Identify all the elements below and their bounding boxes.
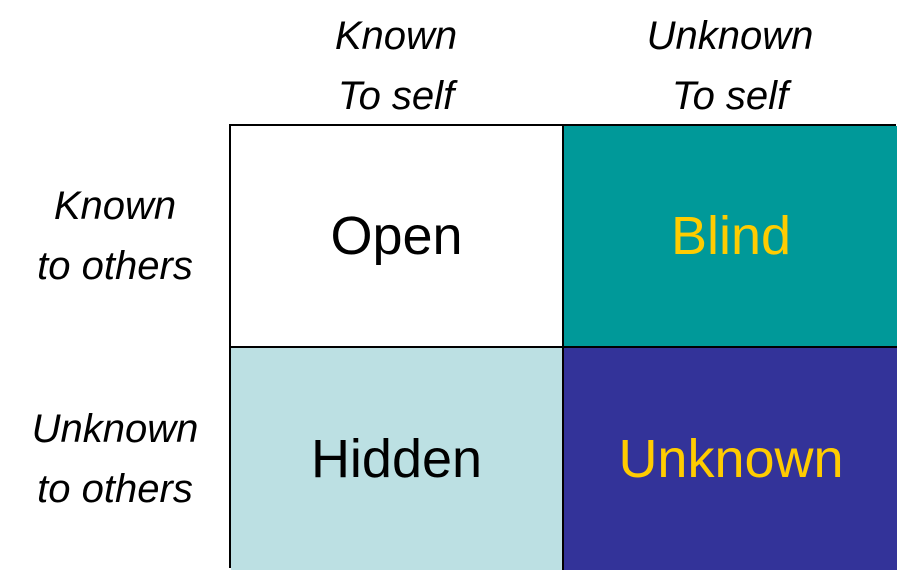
quadrant-label: Hidden bbox=[310, 429, 483, 489]
column-header-unknown-to-self: Unknown To self bbox=[563, 6, 897, 126]
quadrant-blind: Blind bbox=[564, 126, 897, 348]
johari-window-grid: Open Blind Hidden Unknown bbox=[229, 124, 897, 570]
row-header-line1: Known bbox=[53, 184, 177, 228]
column-header-line1: Unknown bbox=[646, 14, 814, 58]
quadrant-label: Unknown bbox=[618, 429, 844, 489]
quadrant-unknown: Unknown bbox=[564, 348, 897, 570]
column-header-line1: Known bbox=[334, 14, 458, 58]
quadrant-hidden: Hidden bbox=[231, 348, 564, 570]
row-header-unknown-to-others: Unknown to others bbox=[0, 399, 230, 519]
row-header-line2: to others bbox=[37, 467, 193, 511]
row-header-line2: to others bbox=[37, 244, 193, 288]
row-header-known-to-others: Known to others bbox=[0, 176, 230, 296]
quadrant-label: Open bbox=[330, 206, 463, 266]
column-header-known-to-self: Known To self bbox=[229, 6, 563, 126]
row-header-line1: Unknown bbox=[31, 407, 199, 451]
quadrant-label: Blind bbox=[670, 206, 792, 266]
column-header-line2: To self bbox=[337, 74, 455, 118]
quadrant-open: Open bbox=[231, 126, 564, 348]
column-header-line2: To self bbox=[671, 74, 789, 118]
